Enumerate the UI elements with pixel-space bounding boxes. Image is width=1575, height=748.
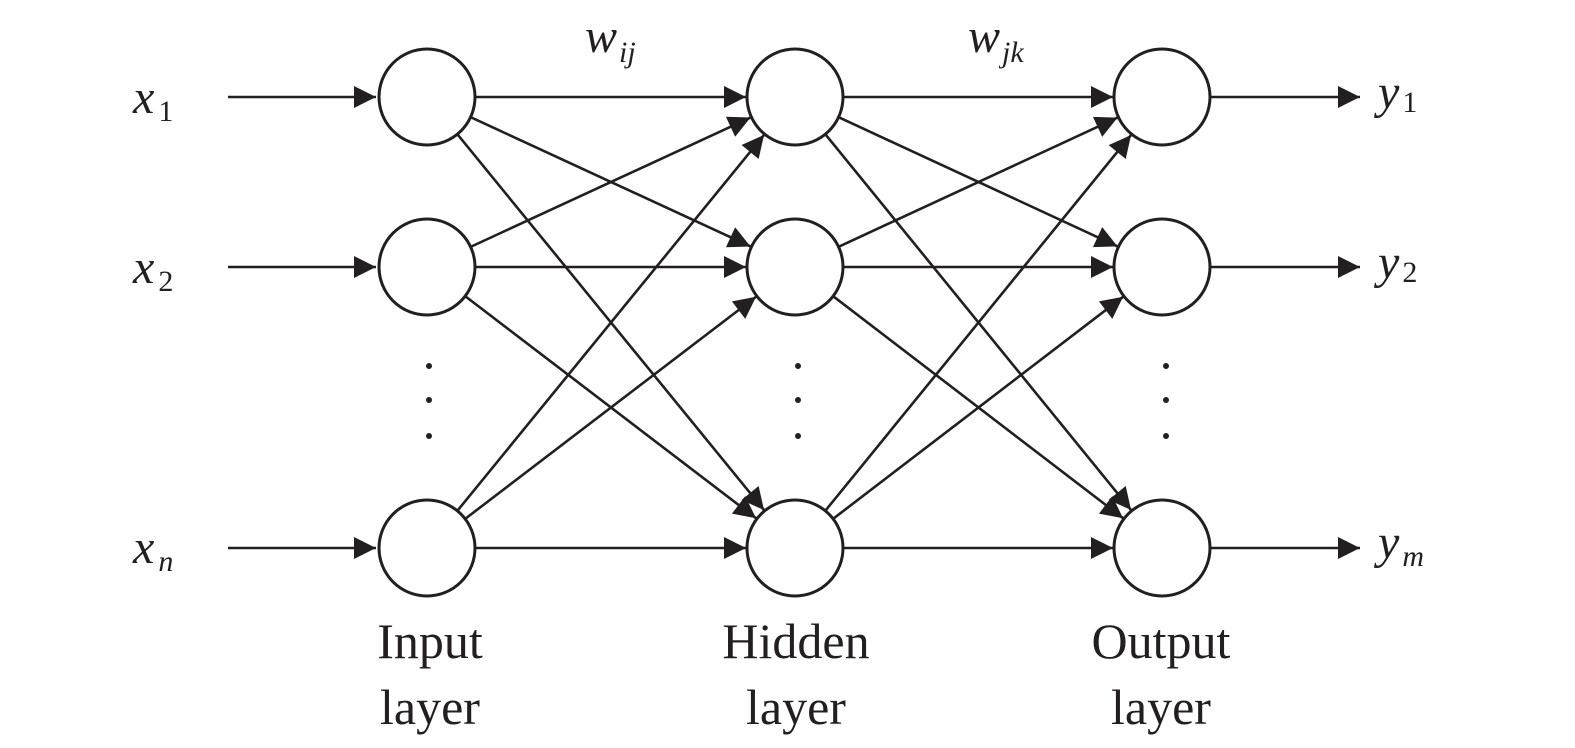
input-ellipsis — [426, 363, 432, 439]
connection-hidden-output-2-0 — [824, 134, 1133, 512]
output-node-m — [1112, 498, 1212, 598]
input-layer-nodes — [377, 47, 477, 598]
weight-label-jk: wjk — [968, 10, 1024, 69]
output-layer-title: Output — [1092, 613, 1231, 669]
connection-hidden-output-2-1 — [832, 295, 1124, 520]
input-node-1 — [377, 47, 477, 147]
output-ellipsis — [1163, 363, 1169, 439]
hidden-layer-title: Hidden — [722, 613, 869, 669]
output-layer-nodes — [1112, 47, 1212, 598]
output-node-2 — [1112, 217, 1212, 317]
connection-edges — [456, 86, 1133, 559]
hidden-ellipsis — [795, 363, 801, 439]
connection-input-hidden-2-0 — [456, 134, 766, 512]
output-layer-subtitle: layer — [1111, 679, 1211, 735]
hidden-node-1 — [745, 47, 845, 147]
connection-hidden-output-1-0 — [838, 116, 1119, 249]
connection-input-hidden-2-1 — [464, 295, 757, 520]
hidden-layer-nodes — [745, 47, 845, 598]
input-node-n — [377, 498, 477, 598]
input-layer-title: Input — [377, 613, 483, 669]
output-node-1 — [1112, 47, 1212, 147]
hidden-node-last — [745, 498, 845, 598]
hidden-layer-subtitle: layer — [746, 679, 846, 735]
hidden-node-2 — [745, 217, 845, 317]
connection-input-hidden-1-0 — [470, 116, 752, 249]
weight-label-ij: wij — [585, 10, 636, 69]
input-layer-subtitle: layer — [380, 679, 480, 735]
input-node-2 — [377, 217, 477, 317]
